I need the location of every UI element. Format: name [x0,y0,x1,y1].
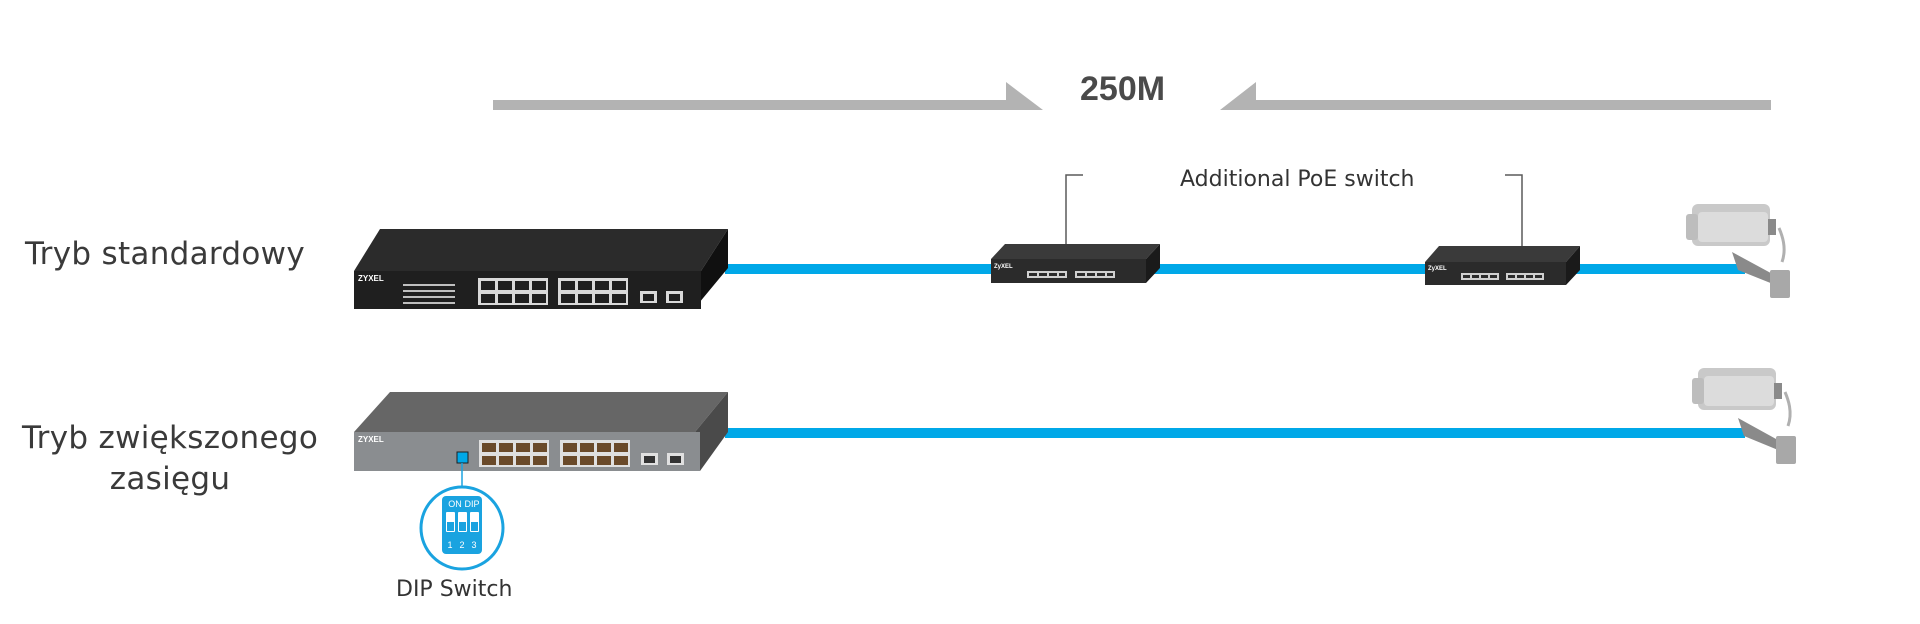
mode-extended-label: Tryb zwiększonego zasięgu [22,418,318,500]
poe-callout [1065,174,1523,248]
callout-line-right [1505,174,1523,248]
dip-switch-icon: ON DIP 1 2 3 [419,463,505,571]
arrow-right-icon [493,82,1043,110]
dip-header-on: ON [448,499,462,509]
mode-extended-line2: zasięgu [109,461,231,497]
dip-number-3: 3 [471,540,476,550]
poe-switch-label: Additional PoE switch [1180,167,1415,192]
dip-header-dip: DIP [464,499,479,509]
distance-arrows [493,82,1771,110]
poe-switch-1-brand: ZyXEL [994,264,1013,270]
main-switch-standard: ZYXEL [354,229,728,309]
camera-icon [1692,368,1796,464]
cable-extended [725,428,1745,438]
callout-line-left [1065,174,1083,244]
dip-switch-indicator [456,451,469,464]
mode-extended-line1: Tryb zwiększonego [22,420,319,456]
cables [725,264,1745,438]
mode-standard-label: Tryb standardowy [25,236,305,272]
poe-switch-2-brand: ZyXEL [1428,266,1447,272]
arrow-left-icon [1220,82,1771,110]
dip-number-1: 1 [447,540,452,550]
poe-switch-icon: ZyXEL [1425,246,1580,285]
main-switch-extended-brand: ZYXEL [358,435,384,444]
poe-switch-icon: ZyXEL [991,244,1160,283]
dip-number-2: 2 [459,540,464,550]
led-grid [403,284,455,304]
dip-switch-label: DIP Switch [396,577,513,602]
main-switch-extended: ZYXEL [354,392,728,471]
main-switch-brand: ZYXEL [358,274,384,283]
camera-icon [1686,204,1790,298]
cable-standard [725,264,1745,274]
distance-label: 250M [1080,70,1166,108]
